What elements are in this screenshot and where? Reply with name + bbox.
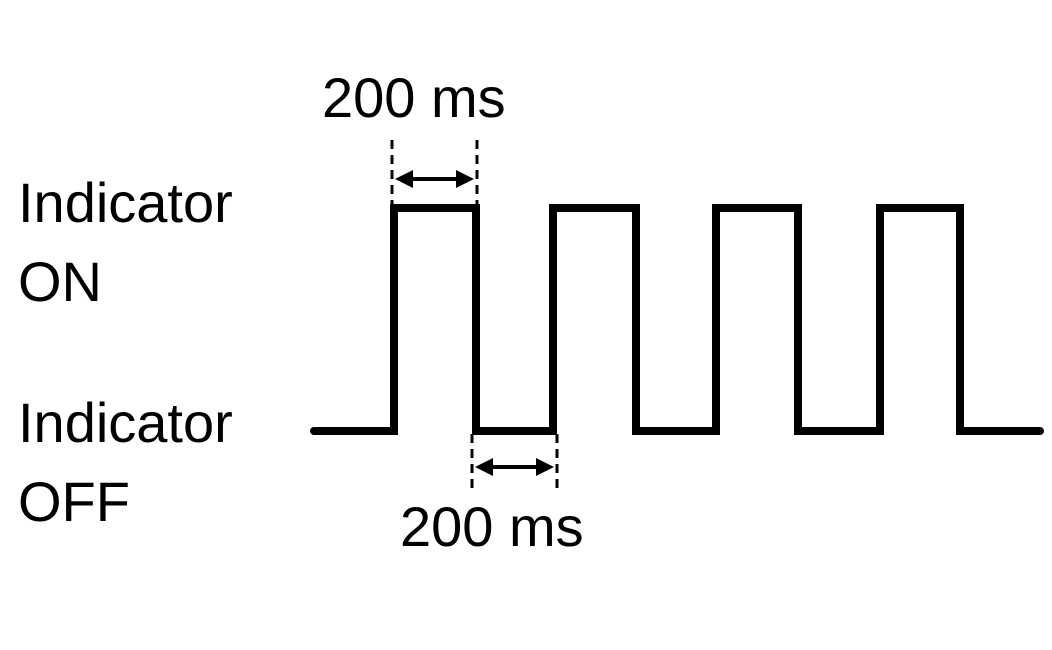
on-duration-label: 200 ms (322, 66, 506, 129)
on-duration-arrow (395, 170, 474, 188)
off-duration-arrow (475, 458, 554, 476)
on-state-label-line2: ON (18, 250, 102, 313)
off-state-label-line1: Indicator (18, 391, 233, 454)
off-duration-label: 200 ms (400, 495, 584, 558)
indicator-waveform (310, 204, 1044, 435)
off-state-label-line2: OFF (18, 470, 130, 533)
on-state-label-line1: Indicator (18, 171, 233, 234)
